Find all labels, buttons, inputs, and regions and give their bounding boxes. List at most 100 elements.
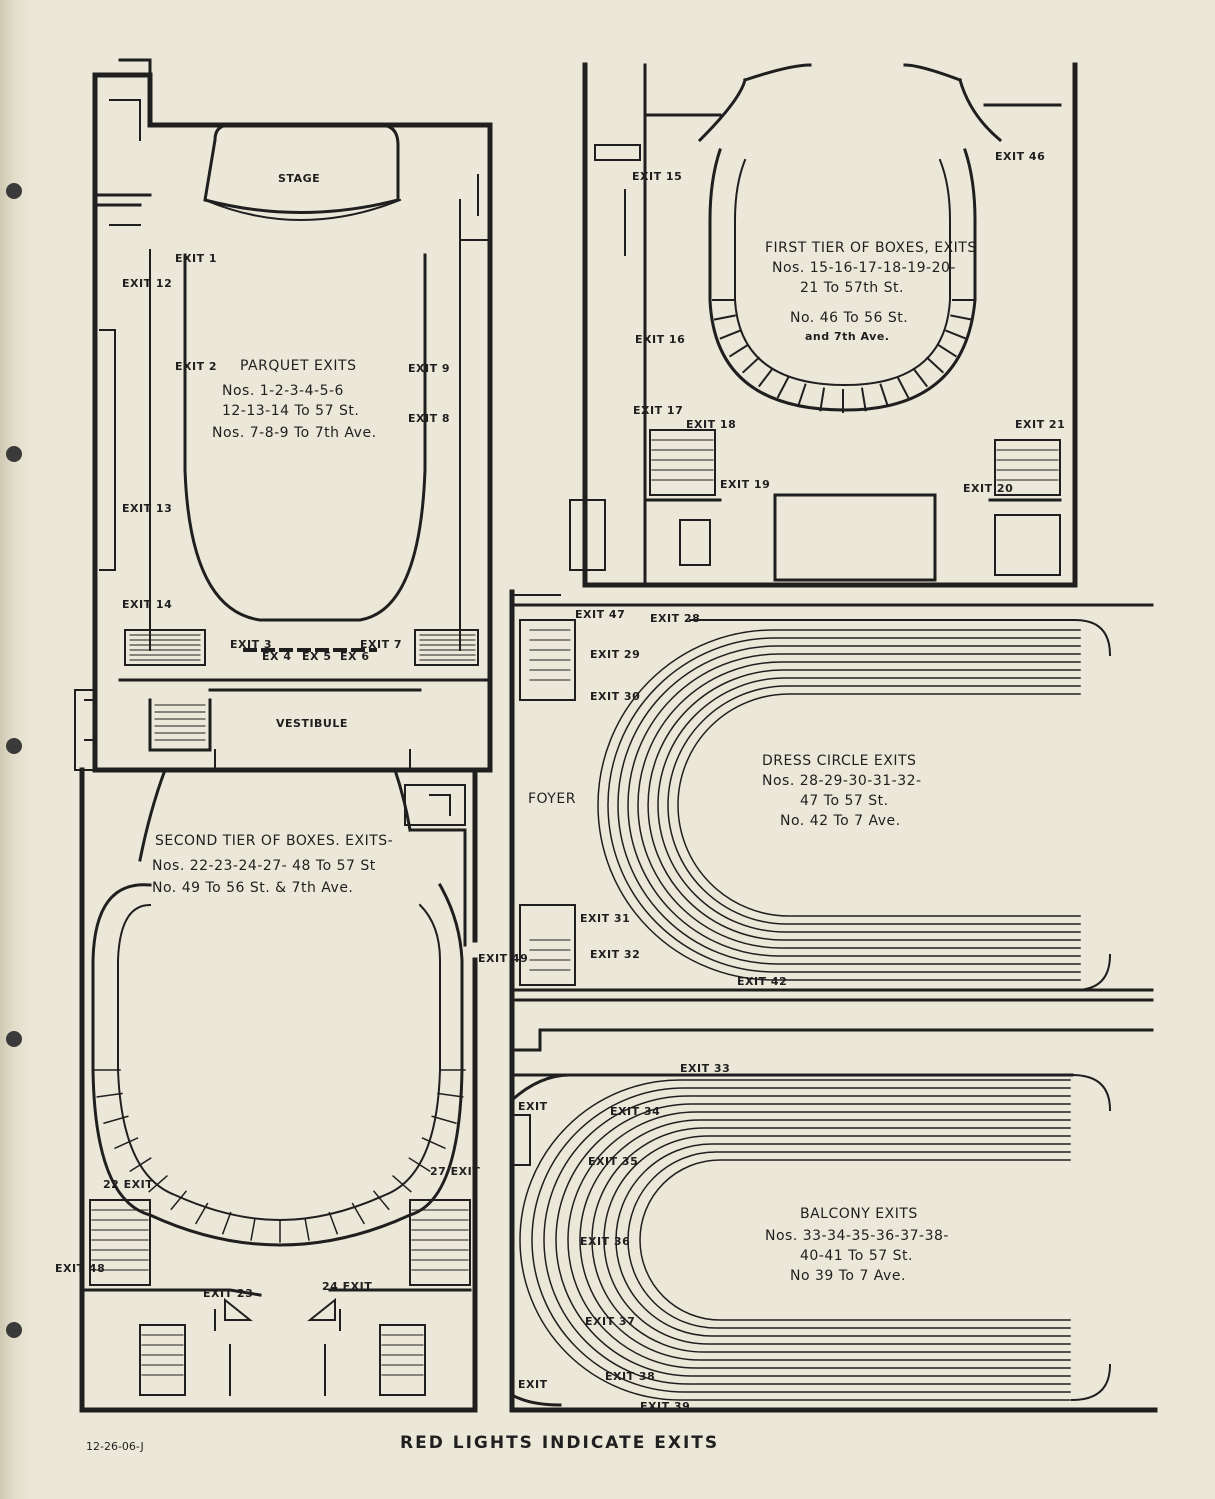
dress-circle-heading: DRESS CIRCLE EXITS (762, 753, 916, 769)
parquet-line1: Nos. 1-2-3-4-5-6 (222, 383, 344, 399)
second-tier-heading: SECOND TIER OF BOXES. EXITS- (155, 833, 393, 849)
exit-label: EXIT 30 (590, 690, 640, 703)
first-tier-line1: Nos. 15-16-17-18-19-20- (772, 260, 956, 276)
binding-hole (6, 183, 22, 199)
exit-label: EXIT 39 (640, 1400, 690, 1413)
seating-row (627, 653, 1081, 957)
box-divider (797, 383, 807, 407)
exit-label: EXIT 3 (230, 638, 272, 651)
exit-label: EXIT (518, 1378, 548, 1391)
seating-row (567, 1111, 1071, 1369)
exit-label: EXIT 38 (605, 1370, 655, 1383)
parquet-line3: Nos. 7-8-9 To 7th Ave. (212, 425, 377, 441)
exit-label: EXIT 23 (203, 1287, 253, 1300)
binding-hole (6, 1031, 22, 1047)
seating-row (555, 1103, 1071, 1377)
second-tier-line2: No. 49 To 56 St. & 7th Ave. (152, 880, 353, 896)
box-divider (129, 1157, 152, 1173)
exit-label: EXIT 29 (590, 648, 640, 661)
box-divider (860, 387, 867, 412)
seating-row (607, 637, 1081, 973)
dress-circle-line2: 47 To 57 St. (800, 793, 889, 809)
seating-row (627, 1151, 1071, 1329)
exit-label: 22 EXIT (103, 1178, 153, 1191)
parquet-plan: STAGE VESTIBULE PARQUET EXITS Nos. 1-2-3… (74, 58, 493, 773)
box-divider (392, 1175, 412, 1193)
seating-row (603, 1135, 1071, 1345)
seating-row (519, 1079, 1071, 1401)
box-divider (96, 1092, 123, 1098)
first-tier-line2: 21 To 57th St. (800, 280, 904, 296)
seating-row (677, 693, 1081, 917)
box-divider (912, 367, 929, 388)
exit-label: EXIT 19 (720, 478, 770, 491)
box-divider (372, 1190, 390, 1211)
exit-label: EX 6 (340, 650, 369, 663)
balcony-line3: No 39 To 7 Ave. (790, 1268, 906, 1284)
binding-hole (6, 1322, 22, 1338)
box-divider (304, 1217, 310, 1241)
exit-label: EXIT (518, 1100, 548, 1113)
exit-label: EXIT 31 (580, 912, 630, 925)
dress-circle-line3: No. 42 To 7 Ave. (780, 813, 901, 829)
box-divider (950, 314, 973, 321)
box-divider (431, 1115, 457, 1125)
box-divider (713, 314, 736, 321)
exit-label: EXIT 9 (408, 362, 450, 375)
exit-label: EXIT 17 (633, 404, 683, 417)
seating-row (615, 1143, 1071, 1337)
box-divider (741, 356, 761, 374)
binding-edge (0, 0, 30, 1499)
seating-row (579, 1119, 1071, 1361)
box-divider (250, 1217, 256, 1241)
balcony-line1: Nos. 33-34-35-36-37-38- (765, 1228, 949, 1244)
exit-label: EX 5 (302, 650, 331, 663)
box-divider (437, 1092, 464, 1098)
seating-row (543, 1095, 1071, 1385)
seating-row (657, 677, 1081, 933)
balcony-heading: BALCONY EXITS (800, 1206, 918, 1222)
exit-label: EXIT 1 (175, 252, 217, 265)
box-divider (719, 329, 741, 340)
exit-label: EX 4 (262, 650, 291, 663)
seating-row (597, 629, 1081, 981)
exit-label: EXIT 12 (122, 277, 172, 290)
dress-circle-line1: Nos. 28-29-30-31-32- (762, 773, 922, 789)
exit-label: EXIT 7 (360, 638, 402, 651)
balcony-line2: 40-41 To 57 St. (800, 1248, 913, 1264)
exit-label: EXIT 33 (680, 1062, 730, 1075)
box-divider (148, 1175, 168, 1193)
exit-label: EXIT 28 (650, 612, 700, 625)
first-tier-line3: No. 46 To 56 St. (790, 310, 908, 326)
box-divider (221, 1211, 232, 1235)
box-divider (896, 376, 910, 399)
vestibule-label: VESTIBULE (276, 717, 348, 730)
exit-label: EXIT 37 (585, 1315, 635, 1328)
foyer-label: FOYER (528, 791, 576, 807)
box-divider (776, 376, 790, 399)
dress-circle-plan: FOYER DRESS CIRCLE EXITS Nos. 28-29-30-3… (509, 589, 1154, 998)
box-divider (936, 343, 957, 358)
parquet-line2: 12-13-14 To 57 St. (222, 403, 359, 419)
binding-hole (6, 446, 22, 462)
exit-label: EXIT 8 (408, 412, 450, 425)
seating-row (647, 669, 1081, 941)
box-divider (819, 387, 826, 412)
seating-row (591, 1127, 1071, 1353)
exit-label: EXIT 49 (478, 952, 528, 965)
box-divider (194, 1202, 209, 1225)
seating-row (617, 645, 1081, 965)
exit-label: EXIT 35 (588, 1155, 638, 1168)
box-divider (328, 1211, 339, 1235)
exit-label: 27 EXIT (430, 1165, 480, 1178)
box-divider (757, 367, 774, 388)
balcony-plan: BALCONY EXITS Nos. 33-34-35-36-37-38- 40… (509, 997, 1158, 1413)
exit-label: EXIT 48 (55, 1262, 105, 1275)
box-divider (421, 1137, 446, 1150)
first-tier-line4: and 7th Ave. (805, 330, 889, 343)
box-divider (170, 1190, 188, 1211)
first-tier-heading: FIRST TIER OF BOXES, EXITS (765, 240, 977, 256)
box-divider (729, 343, 750, 358)
